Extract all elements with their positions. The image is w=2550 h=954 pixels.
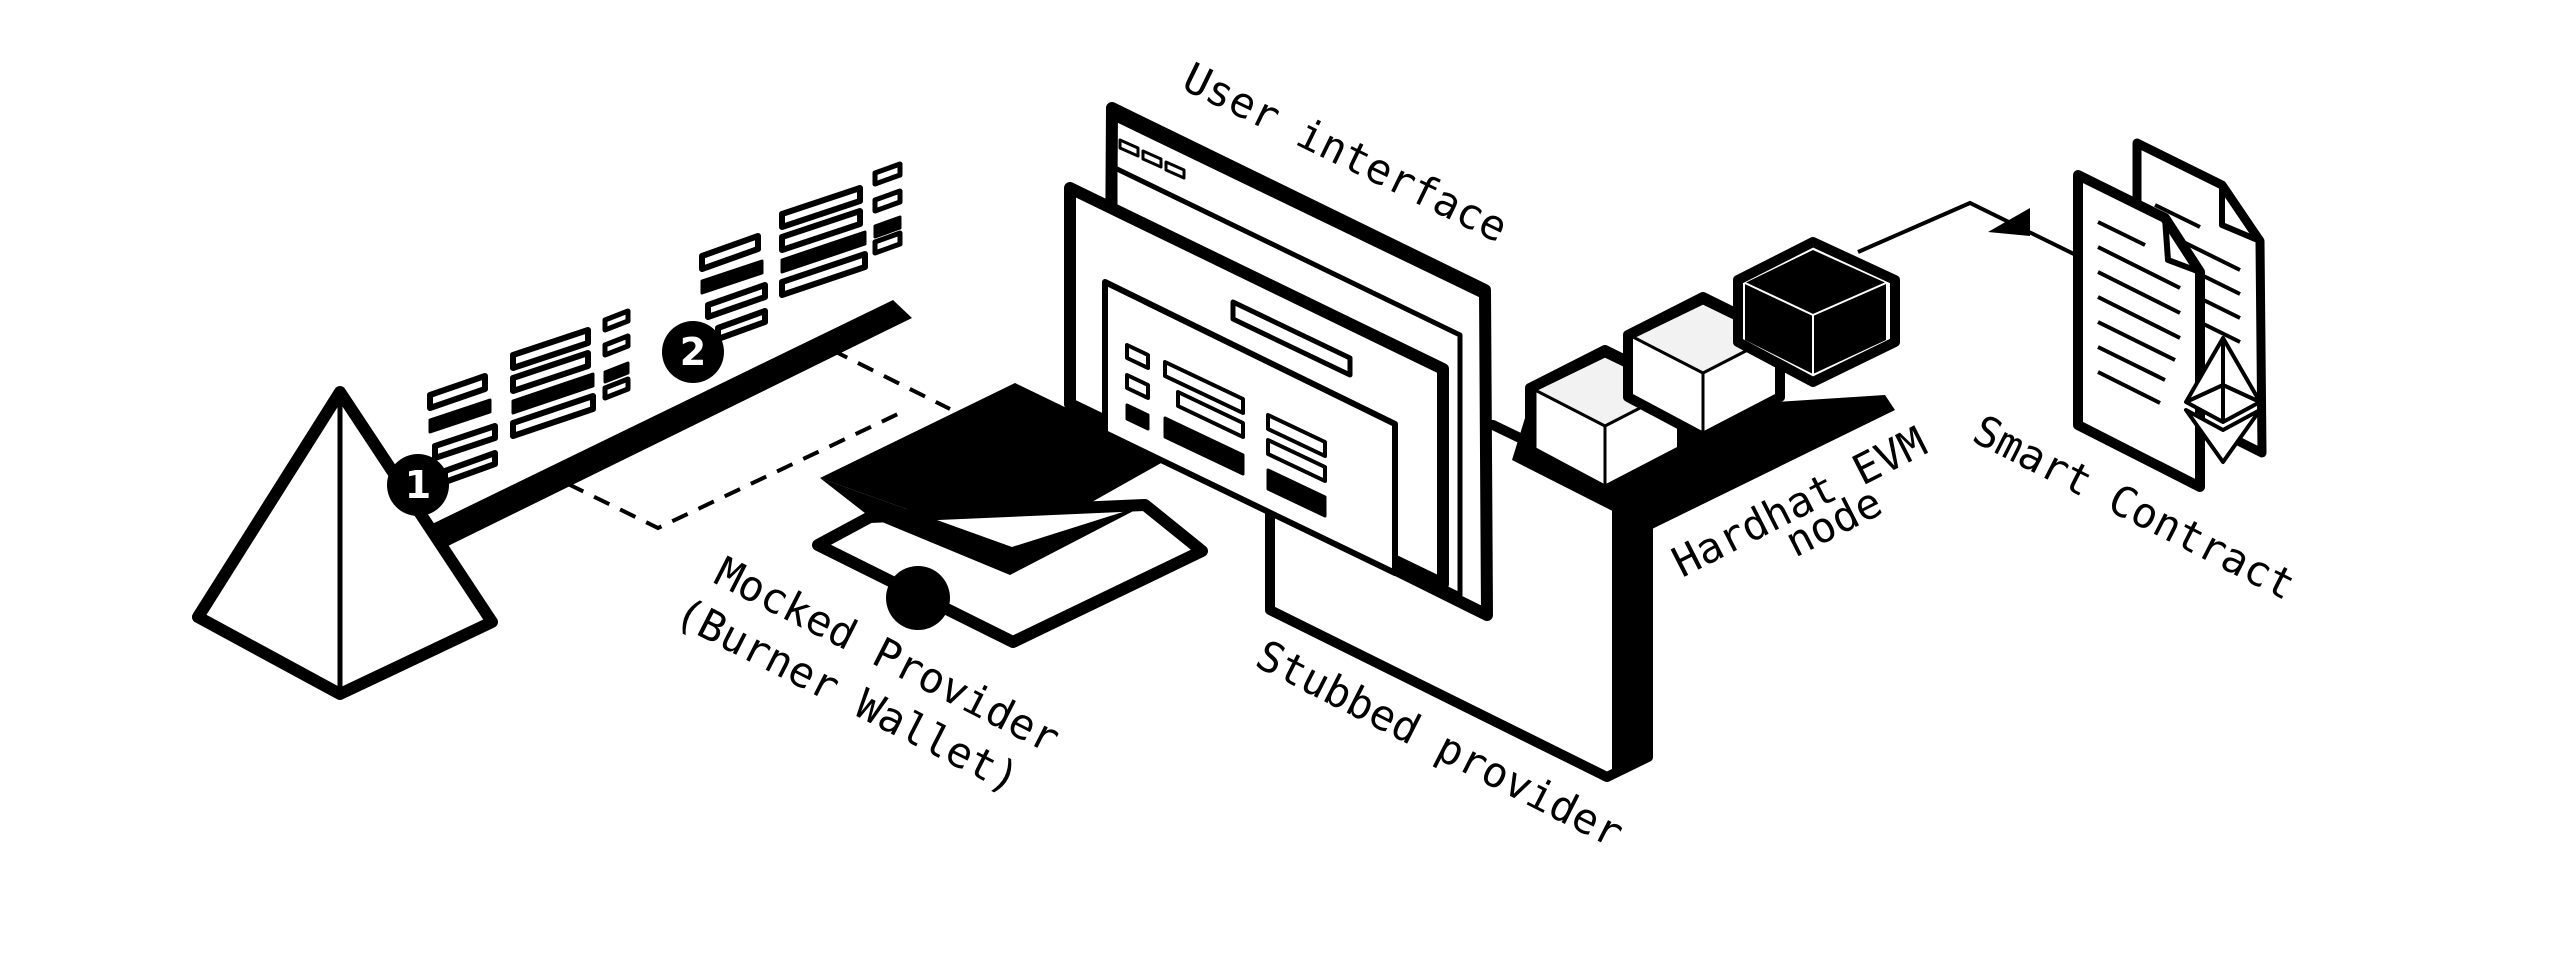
wallet-knob: [886, 566, 950, 630]
step-badge-2: 2: [662, 321, 724, 383]
arrow-icon: [1988, 208, 2030, 236]
step-badge-1: 1: [387, 454, 449, 516]
contract-connector: [1857, 200, 2083, 260]
svg-text:1: 1: [405, 463, 431, 507]
provider-rail: [428, 300, 912, 546]
mocked-provider: [812, 383, 1208, 648]
ethereum-pyramid-icon: [192, 386, 498, 700]
window-control-icons: [1118, 138, 1186, 180]
dashed-connector: [567, 348, 951, 531]
code-snippets-1: [427, 308, 631, 485]
svg-text:2: 2: [680, 330, 706, 374]
ethereum-diamond-icon: [2184, 336, 2262, 464]
code-snippets-2: [699, 161, 903, 342]
hardhat-evm-node: [1512, 237, 1900, 530]
user-interface-windows: [1064, 102, 1493, 621]
